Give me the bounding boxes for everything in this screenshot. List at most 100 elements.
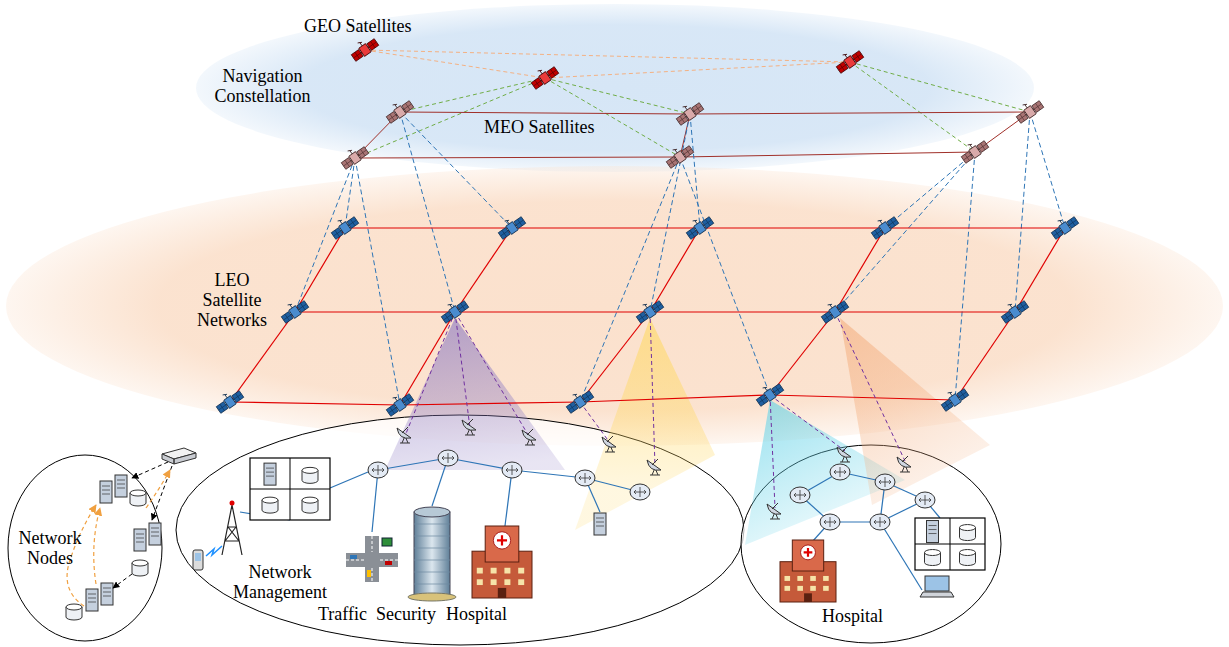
hospital-window <box>477 579 483 585</box>
car <box>350 555 357 559</box>
ground-region: Network Nodes <box>7 454 163 642</box>
hospital-tower <box>792 540 823 571</box>
layer-label: LEO Satellite Networks <box>192 270 272 330</box>
icon-label: Network Management <box>215 562 345 602</box>
database-top <box>262 497 278 503</box>
phone-body <box>193 550 203 570</box>
router-arrows <box>879 477 891 487</box>
router-body <box>820 514 840 530</box>
hospital-window <box>504 579 510 585</box>
hospital-window <box>810 576 816 581</box>
router-body <box>438 450 458 466</box>
satellite-icon <box>958 136 990 164</box>
leo-link <box>700 227 885 228</box>
dish-feed <box>467 419 473 425</box>
hospital-door <box>804 593 812 602</box>
router-icon <box>438 450 458 466</box>
server-body <box>927 521 939 543</box>
router-icon <box>875 474 895 490</box>
hospital-window <box>797 576 803 581</box>
dish-antenna <box>897 456 911 472</box>
router-icon <box>870 514 890 530</box>
dish-bowl <box>522 430 536 440</box>
server-icon <box>115 475 127 497</box>
icon-label: Hospital <box>446 604 507 624</box>
router-body <box>575 470 595 486</box>
router-icon <box>502 462 522 478</box>
database-top <box>130 490 146 496</box>
group-frame <box>915 518 985 570</box>
router-body <box>830 464 850 480</box>
region-outline <box>741 445 1001 643</box>
leo-link <box>512 227 700 228</box>
dish-bowl <box>897 457 911 467</box>
router-icon <box>820 514 840 530</box>
server-body <box>264 463 276 485</box>
router-arrows <box>794 490 806 500</box>
server-slots <box>929 526 937 534</box>
hospital-tower <box>485 526 519 562</box>
database-icon <box>132 560 148 576</box>
hospital-window <box>810 586 816 591</box>
router-icon <box>830 464 850 480</box>
server-slots <box>151 528 159 536</box>
router-icon <box>630 484 650 500</box>
server-slots <box>117 480 125 488</box>
server-body <box>149 523 161 545</box>
router-body <box>502 462 522 478</box>
dish-bowl <box>462 420 476 430</box>
region-outline <box>8 455 162 641</box>
database-icon <box>130 490 146 506</box>
server-icon <box>100 481 112 503</box>
router-icon <box>368 462 388 478</box>
hospital-window <box>784 576 790 581</box>
router-icon <box>790 487 810 503</box>
office-tower <box>408 507 456 601</box>
server-slots <box>103 588 111 596</box>
region-outline <box>176 415 744 645</box>
laptop-base <box>920 592 954 597</box>
server-body <box>594 513 606 535</box>
layer-label: MEO Satellites <box>484 117 595 137</box>
satellite-body <box>349 152 361 165</box>
router-body <box>875 474 895 490</box>
server-icon <box>264 463 276 485</box>
dish-antenna <box>522 429 536 445</box>
dish-bowl <box>837 447 851 457</box>
dish-feed <box>772 503 778 509</box>
server-icon <box>149 523 161 545</box>
router-arrows <box>634 487 646 497</box>
leo-link <box>650 311 835 312</box>
database-top <box>925 550 941 556</box>
dish-antenna <box>647 459 661 475</box>
server-slots <box>88 594 96 602</box>
server-slots <box>102 486 110 494</box>
router-body <box>915 492 935 508</box>
hospital-cross <box>497 535 507 545</box>
router-arrows <box>506 465 518 475</box>
router-arrows <box>834 467 846 477</box>
region-shape <box>5 165 1224 447</box>
ground-link <box>650 312 655 466</box>
router-arrows <box>824 517 836 527</box>
leo-link <box>295 311 455 312</box>
group-divider <box>915 518 985 570</box>
server-icon <box>101 583 113 605</box>
router-body <box>790 487 810 503</box>
phone-screen <box>195 553 201 561</box>
server-icon <box>134 529 146 551</box>
database-icon <box>262 497 278 513</box>
server-body <box>115 475 127 497</box>
icon-label: Hospital <box>822 606 883 626</box>
database-icon <box>302 497 318 513</box>
database-icon <box>302 467 318 483</box>
server-icon <box>594 513 606 535</box>
hospital-window <box>823 576 829 581</box>
icon-label: Security <box>376 604 436 624</box>
hospital-window <box>518 579 524 585</box>
panel-grid <box>961 141 989 164</box>
database-top <box>302 467 318 473</box>
hospital-window <box>823 586 829 591</box>
dish-feed <box>652 459 658 465</box>
